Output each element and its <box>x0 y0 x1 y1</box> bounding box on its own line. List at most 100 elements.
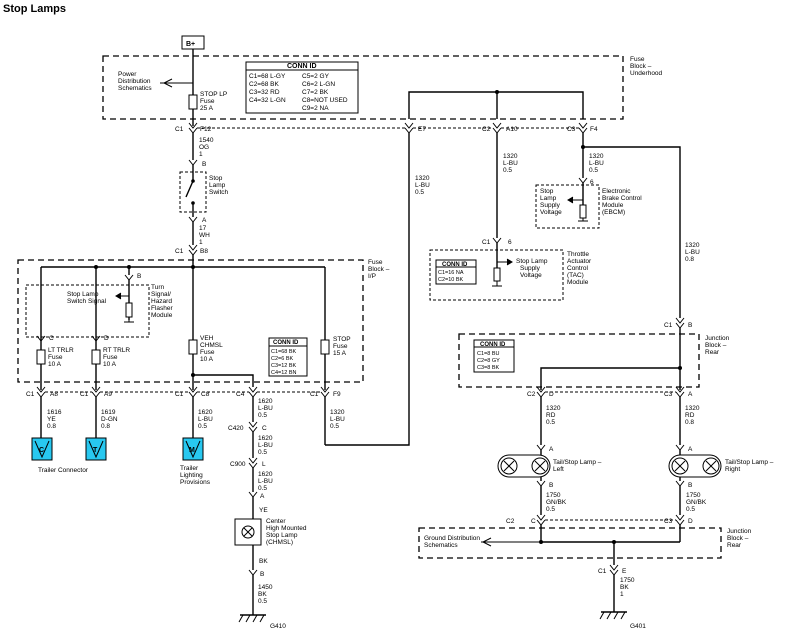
pin-label: 6 <box>590 179 594 186</box>
tac-label: Module <box>567 279 589 286</box>
rt-trlr-fuse <box>91 349 101 365</box>
tac-label: Throttle <box>567 251 589 258</box>
wire-label: BK <box>620 584 629 591</box>
gds-label: Schematics <box>424 542 458 549</box>
pin-label: C1 <box>175 391 184 398</box>
ebcm-label: Brake Control <box>602 195 642 202</box>
wire-label: 1450 <box>258 584 273 591</box>
left-lamp-label: Tail/Stop Lamp – <box>553 459 602 466</box>
fuse-label: RT TRLR <box>103 347 130 354</box>
conn-row: C1=68 BK <box>271 349 297 355</box>
pin-label: C1 <box>482 239 491 246</box>
pin-label: C3 <box>664 518 673 525</box>
ebcm-module-outline <box>535 184 600 229</box>
wire-label: L-BU <box>198 416 213 423</box>
rear-block-label: Junction <box>705 335 730 342</box>
wire-label: 0.8 <box>685 419 694 426</box>
chmsl-label: (CHMSL) <box>266 539 293 546</box>
wire-label: 0.5 <box>415 189 424 196</box>
wire-label: 1320 <box>330 409 345 416</box>
pin-label: F4 <box>590 126 598 133</box>
ground-label: G401 <box>630 623 646 630</box>
underhood-conn-id-table: CONN ID C1=68 L-GY C2=68 BK C3=32 RD C4=… <box>245 61 359 114</box>
chmsl-label: High Mounted <box>266 525 307 532</box>
rear-block2-label: Rear <box>727 542 742 549</box>
switch-label: Switch <box>209 189 229 196</box>
rear-conn-id-table: CONN ID C1=8 BU C2=8 GY C3=8 BK <box>473 339 515 373</box>
wire-label: 1320 <box>546 405 561 412</box>
pin-label: A <box>549 446 554 453</box>
ip-label: Fuse <box>368 259 383 266</box>
wire-label: L-BU <box>503 160 518 167</box>
wire-label: 0.5 <box>258 598 267 605</box>
tsh-label: Turn <box>151 284 165 291</box>
ebcm-voltage-label: Stop <box>540 188 554 195</box>
trailer-lighting-label: Provisions <box>180 479 211 486</box>
pds-label-3: Schematics <box>118 85 152 92</box>
wire-label: 0.5 <box>258 449 267 456</box>
tac-voltage-label: Supply <box>520 265 541 272</box>
fuse-label: Fuse <box>333 343 348 350</box>
fuse-label: VEH <box>200 335 214 342</box>
pin-label: C2 <box>506 518 515 525</box>
pin-label: C8 <box>201 391 210 398</box>
pin-label: B <box>549 482 553 489</box>
fuse-label: STOP <box>333 336 351 343</box>
pin-label: C2 <box>482 126 491 133</box>
fuse-label: 10 A <box>103 361 117 368</box>
trailer-connector-label: Trailer Connector <box>38 467 89 474</box>
pin-label: E <box>622 568 627 575</box>
wire-label: L-BU <box>415 182 430 189</box>
rear-block2-label: Junction <box>727 528 752 535</box>
rear-junction-block-lower-outline <box>418 527 722 559</box>
rear-block2-label: Block – <box>727 535 749 542</box>
wire-label: 1320 <box>415 175 430 182</box>
pin-label: C420 <box>228 425 244 432</box>
trailer-connector-t: T <box>85 437 107 461</box>
turn-signal-flasher-module-outline <box>25 284 150 338</box>
tail-stop-lamp-left <box>497 450 551 481</box>
underhood-label-3: Underhood <box>630 70 663 77</box>
wire-label: 1 <box>199 239 203 246</box>
stop-lp-fuse <box>188 94 198 110</box>
fuse-label: 10 A <box>200 356 214 363</box>
wire-label: 1 <box>199 151 203 158</box>
pin-label: B <box>688 322 692 329</box>
conn-row: C4=32 L-GN <box>249 97 286 104</box>
conn-row: C5=2 GY <box>302 73 330 80</box>
wire-label: 0.5 <box>330 423 339 430</box>
pin-label: C <box>531 518 536 525</box>
ip-bottom-connector-row: C1 A8 C1 A9 C1 C8 C4 C1 F9 <box>26 386 341 398</box>
pds-label-2: Distribution <box>118 78 151 85</box>
wire-label: 0.5 <box>546 506 555 513</box>
wire-label: 0.8 <box>685 256 694 263</box>
wire-label: L-BU <box>258 405 273 412</box>
wire-label: 1620 <box>198 409 213 416</box>
pin-label: C3 <box>567 126 576 133</box>
wire-label: L-BU <box>589 160 604 167</box>
diagram-title: Stop Lamps <box>3 3 66 15</box>
pin-label: A9 <box>104 391 112 398</box>
fuse-label: Fuse <box>48 354 63 361</box>
pin-label: B8 <box>200 248 208 255</box>
pin-label: B <box>688 482 692 489</box>
tac-voltage-label: Voltage <box>520 272 542 279</box>
wire-label: 0.5 <box>198 423 207 430</box>
wire-label: 1620 <box>258 435 273 442</box>
conn-row: C8=NOT USED <box>302 97 348 104</box>
conn-row: C9=2 NA <box>302 105 329 112</box>
right-lamp-label: Tail/Stop Lamp – <box>725 459 774 466</box>
conn-row: C2=8 GY <box>477 358 500 364</box>
pin-label: 6 <box>508 239 512 246</box>
trailer-lighting-label: Trailer <box>180 465 199 472</box>
pds-label-1: Power <box>118 71 137 78</box>
ebcm-voltage-label: Voltage <box>540 209 562 216</box>
stop-fuse <box>320 339 330 355</box>
pin-label: B <box>137 273 141 280</box>
right-lamp-label: Right <box>725 466 740 473</box>
wire-label: 1 <box>620 591 624 598</box>
conn-row: C1=8 BU <box>477 351 499 357</box>
conn-row: C3=32 RD <box>249 89 280 96</box>
fuse-label: 15 A <box>333 350 347 357</box>
stop-lamp-signal-label: Stop Lamp <box>67 291 99 298</box>
